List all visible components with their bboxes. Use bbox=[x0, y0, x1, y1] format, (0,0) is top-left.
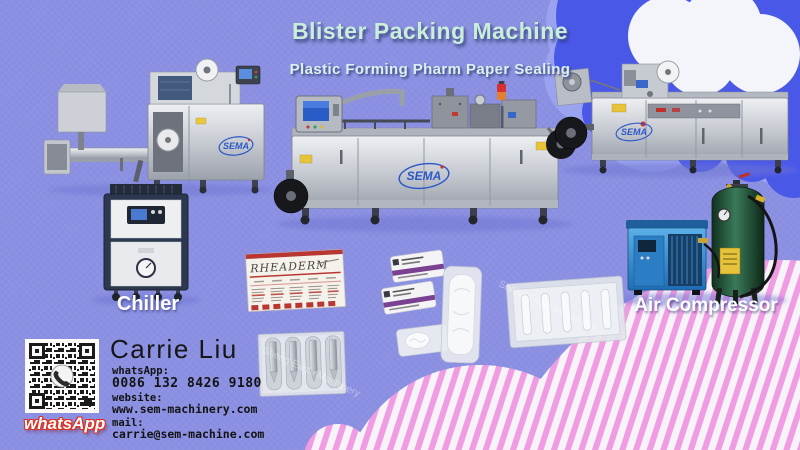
poster-title: Blister Packing Machine bbox=[291, 18, 569, 44]
product-needle-blister bbox=[257, 331, 347, 397]
cloud-white bbox=[628, 0, 800, 96]
svg-text:SEMA: SEMA bbox=[223, 141, 249, 151]
phone-number: 0086 132 8426 9180 bbox=[112, 376, 262, 391]
air-compressor-illustration bbox=[617, 172, 787, 307]
machine-left-logo: SEMA bbox=[218, 136, 254, 156]
air-tank bbox=[711, 172, 765, 305]
product-suture-pack-2 bbox=[381, 280, 437, 315]
machine-left-illustration: SEMA bbox=[43, 58, 272, 196]
product-tall-blister bbox=[440, 265, 483, 364]
svg-text:RHEADERM: RHEADERM bbox=[249, 258, 329, 275]
whatsapp-label: whatsApp: bbox=[112, 365, 169, 377]
mail-label: mail: bbox=[112, 417, 144, 429]
striped-hills bbox=[304, 260, 800, 450]
machine-right-logo: SEMA bbox=[615, 122, 653, 142]
website-label: website: bbox=[112, 392, 163, 404]
qr-code bbox=[25, 339, 99, 413]
svg-text:SEMA: SEMA bbox=[407, 169, 442, 183]
product-card-rheaderm: RHEADERM bbox=[245, 249, 346, 312]
email-address: carrie@sem-machine.com bbox=[112, 427, 265, 441]
machine-center-logo: SEMA bbox=[398, 162, 450, 190]
signal-light-tower bbox=[497, 81, 506, 128]
hmi-screen bbox=[295, 95, 343, 133]
chiller-illustration bbox=[91, 184, 201, 306]
machine-center-illustration: SEMA bbox=[273, 81, 576, 232]
website-url: www.sem-machinery.com bbox=[112, 402, 258, 416]
product-small-blister bbox=[396, 324, 449, 357]
chiller-label: Chiller bbox=[116, 293, 180, 315]
qr-caption: whatsApp bbox=[24, 414, 106, 433]
machine-right-illustration: SEMA bbox=[553, 60, 798, 177]
product-ampoule-tray bbox=[505, 275, 627, 349]
poster-subtitle: Plastic Forming Pharm Paper Sealing bbox=[289, 61, 571, 78]
product-suture-pack-1 bbox=[390, 249, 446, 283]
contact-name: Carrie Liu bbox=[110, 334, 238, 364]
contact-block: Carrie Liu whatsApp: 0086 132 8426 9180 … bbox=[108, 334, 298, 444]
svg-text:SEMA: SEMA bbox=[621, 127, 647, 137]
whatsapp-phone-icon bbox=[53, 370, 71, 387]
air-compressor-label: Air Compressor bbox=[634, 295, 778, 316]
